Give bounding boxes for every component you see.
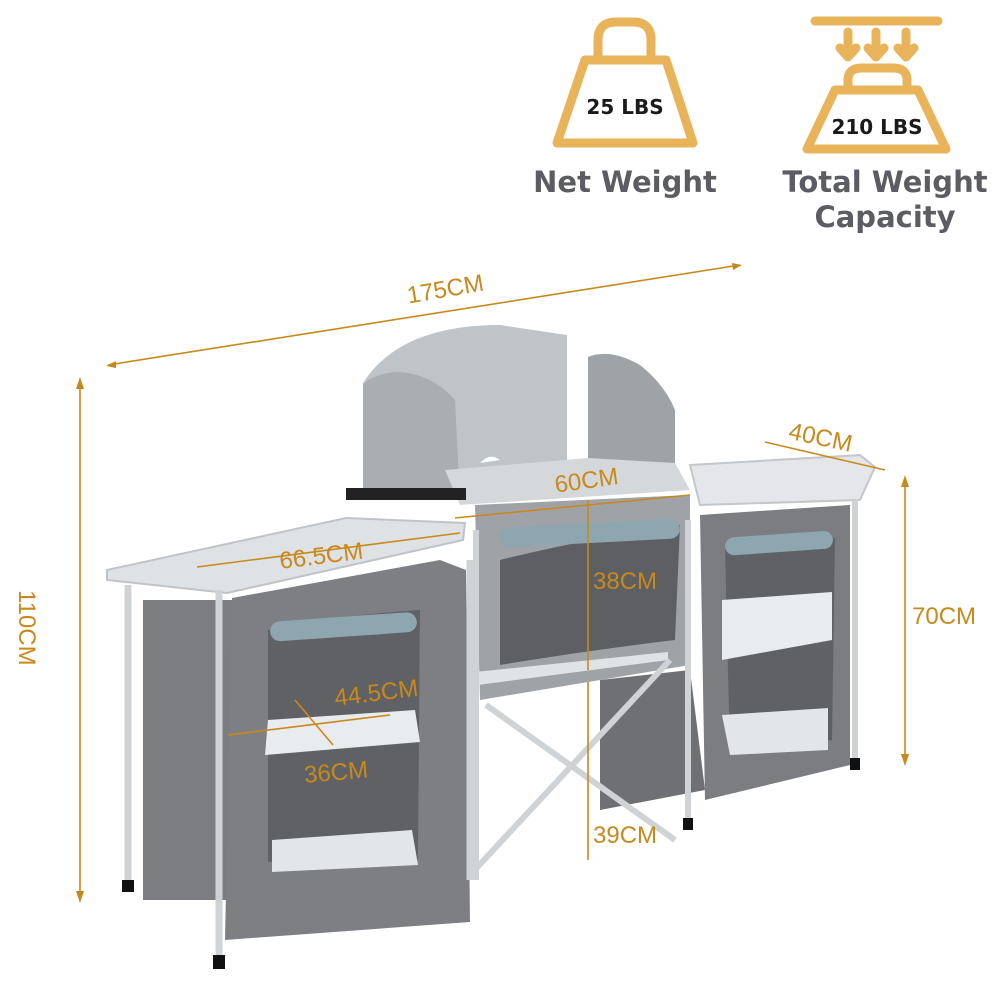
capacity-label-line1: Total Weight (782, 165, 988, 199)
dim-side-table-height: 70CM (912, 603, 977, 630)
dimension-lines (76, 263, 909, 903)
load-weight-icon (802, 16, 951, 154)
dim-center-cabinet-height: 38CM (593, 568, 658, 595)
center-section (467, 495, 705, 880)
dim-center-clearance: 39CM (593, 822, 658, 849)
net-weight-value: 25 LBS (586, 95, 664, 119)
dim-total-height: 110CM (13, 590, 40, 666)
net-weight-label: Net Weight (533, 165, 717, 199)
right-table (688, 453, 877, 800)
rail-bar (346, 488, 466, 500)
left-table (106, 516, 474, 969)
capacity-label-line2: Capacity (814, 200, 956, 234)
windscreen (363, 325, 690, 505)
capacity-value: 210 LBS (831, 115, 923, 139)
kettlebell-weight-icon (552, 17, 698, 148)
dim-cabinet-depth: 36CM (303, 756, 370, 789)
